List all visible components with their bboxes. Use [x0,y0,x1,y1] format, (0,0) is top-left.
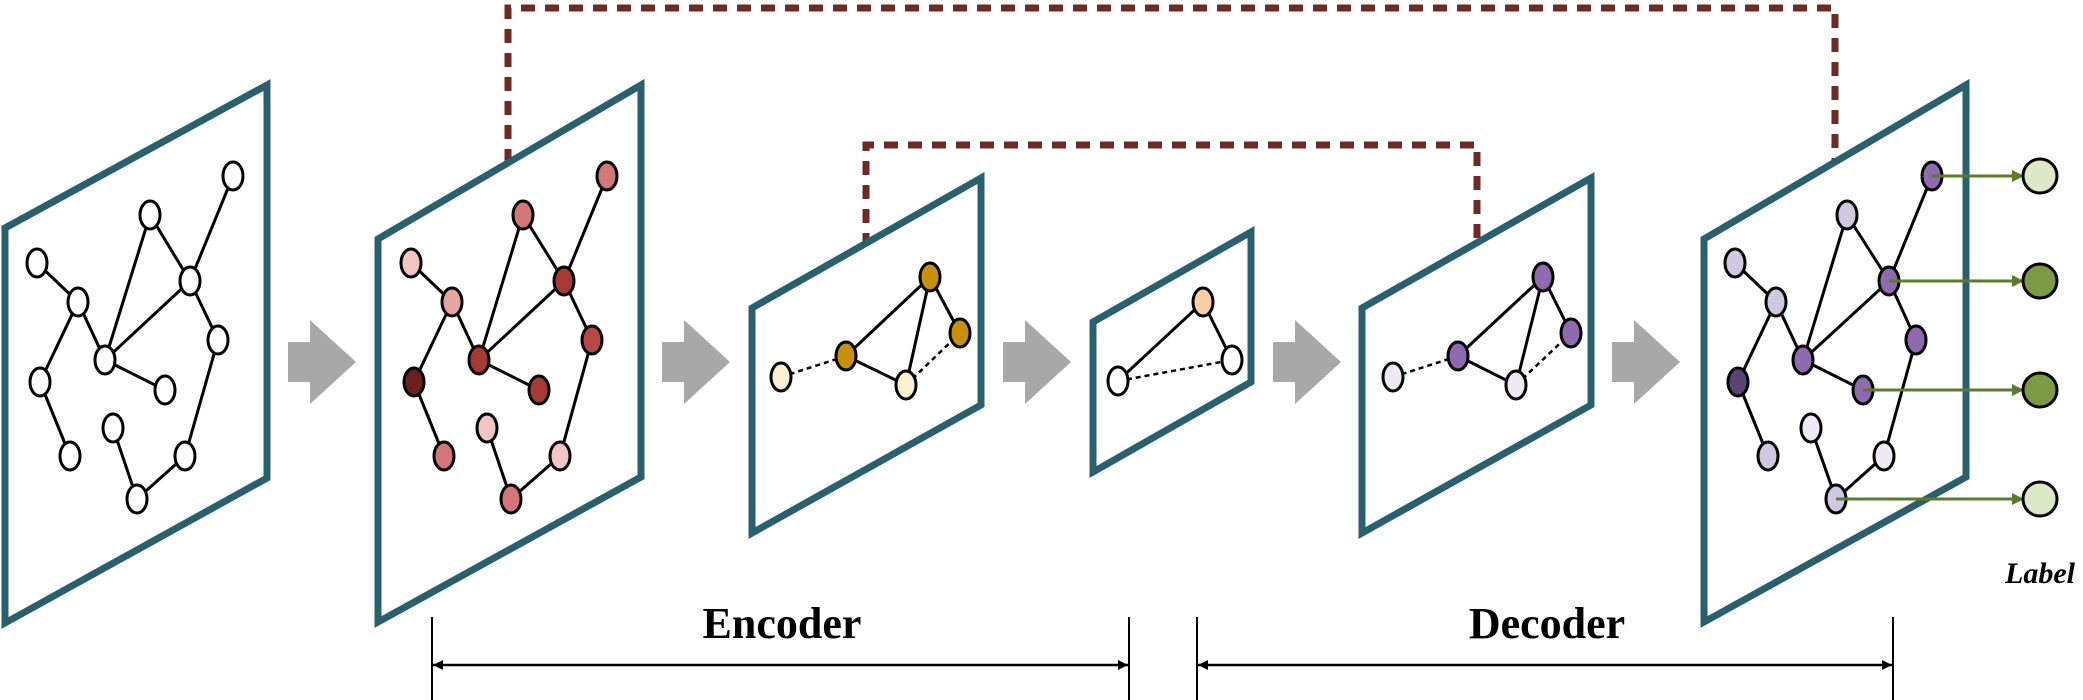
graph-node [467,344,491,376]
skip-connection-outer [504,4,1839,163]
graph-edges-dashed [1117,358,1233,383]
graph-node [1106,365,1130,397]
label-caption: Label [2004,557,2076,590]
graph-node [511,199,535,231]
panel-frame [748,171,985,539]
graph-node [66,286,90,318]
graph-node [221,160,245,192]
encoder-label: Encoder [703,599,862,648]
graph-node [399,247,423,279]
graph-node [548,440,572,472]
flow-arrow [662,320,730,404]
panel-frame [1358,171,1595,539]
panel-frame [1,79,271,629]
graph-node [1446,340,1470,372]
graph-node [580,324,604,356]
graph-node [101,412,125,444]
graph-node [1504,369,1528,401]
label-circle [2021,157,2059,195]
graph-node [1799,412,1823,444]
encoder-graph-1-panel [374,78,645,628]
graph-nodes [1723,160,1944,515]
graph-node [402,366,426,398]
graph-node [432,440,456,472]
graph-node [1791,344,1815,376]
graph-node [138,199,162,231]
label-circle [2021,371,2059,409]
encoder-span: Encoder [431,599,1130,700]
panel-frame [1700,78,1970,628]
graph-node [153,374,177,406]
graph-node [125,483,149,515]
graph-node [1904,324,1928,356]
decoder-span: Decoder [1196,599,1894,700]
output-label-circles [2021,157,2059,518]
graph-node [552,265,576,297]
encoder-graph-2-panel [748,171,985,539]
graph-node [894,369,918,401]
graph-edges [409,175,609,501]
flow-arrows [288,320,1680,404]
graph-nodes [769,261,972,401]
skip-connection-inner [862,141,1481,247]
bottleneck-graph-panel [1089,225,1255,479]
graph-nodes [1381,261,1583,401]
graph-node [1531,261,1555,293]
decoder-graph-1-panel [1358,171,1595,539]
graph-node [25,247,49,279]
graph-node [1723,247,1747,279]
flow-arrow [1003,320,1071,404]
graph-node [1381,361,1405,393]
graph-node [93,344,117,376]
graph-node [475,412,499,444]
graph-node [173,440,197,472]
panel-frame [374,78,645,628]
label-arrowhead [2012,493,2024,505]
graph-node [595,160,619,192]
graph-nodes [399,160,619,515]
graph-node [918,261,942,293]
flow-arrow [1612,320,1680,404]
flow-arrow [288,320,356,404]
graph-node [206,324,230,356]
graph-node [527,374,551,406]
graph-node [58,440,82,472]
graph-nodes [1106,286,1244,397]
graph-node [769,361,793,393]
graph-node [28,366,52,398]
graph-node [499,483,523,515]
graph-nodes [25,160,245,515]
graph-node [1191,286,1215,318]
label-arrowhead [2012,275,2024,287]
label-circle [2021,262,2059,300]
graph-node [1872,440,1896,472]
label-arrowhead [2012,170,2024,182]
flow-arrow [1273,320,1341,404]
decoder-label: Decoder [1469,599,1625,648]
label-arrowhead [2012,384,2024,396]
graph-node [1726,366,1750,398]
output-label-arrows [1836,170,2024,505]
graph-node [1835,199,1859,231]
graph-node [948,317,972,349]
graph-node [1764,286,1788,318]
graph-node [178,265,202,297]
label-circle [2021,480,2059,518]
graph-node [834,340,858,372]
graph-node [1559,317,1583,349]
input-graph-panel [1,79,271,629]
graph-node [1220,344,1244,376]
decoder-graph-2-panel [1700,78,1970,628]
graph-node [1756,440,1780,472]
graph-node [440,286,464,318]
